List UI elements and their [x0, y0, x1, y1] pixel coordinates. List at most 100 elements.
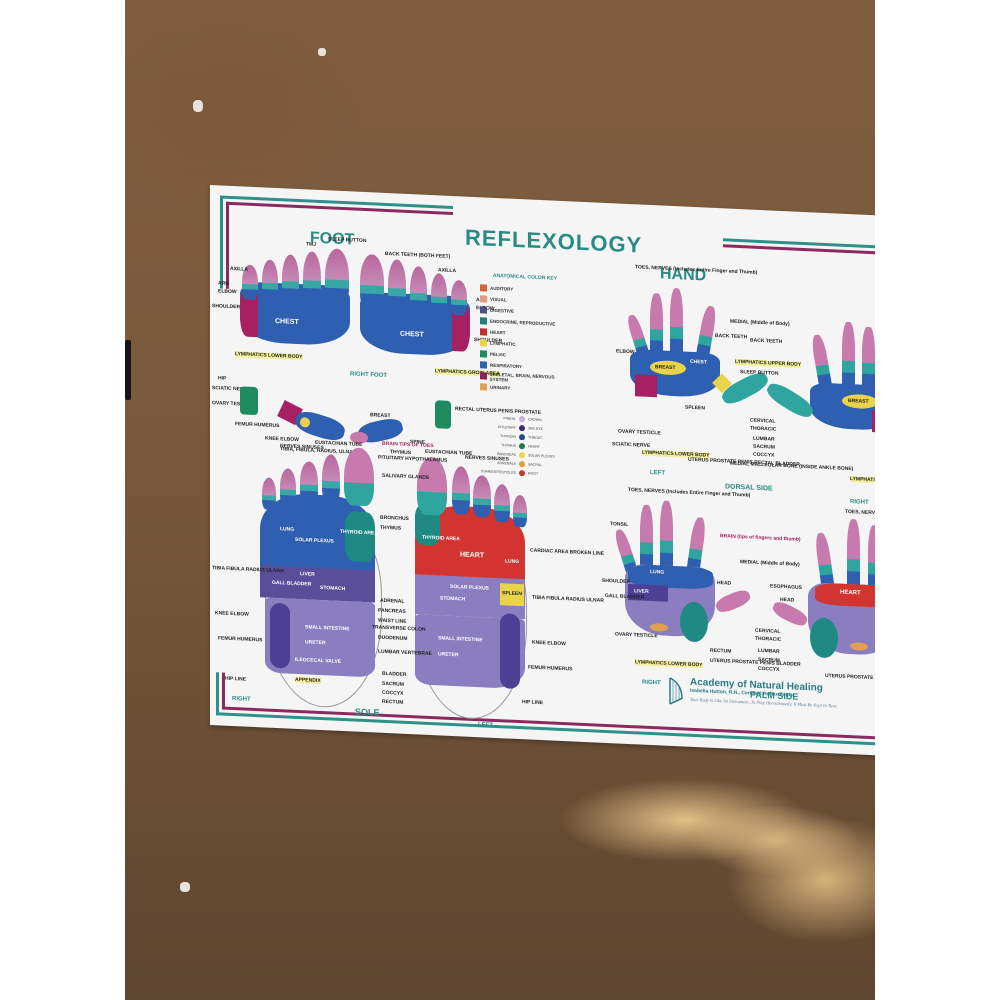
- poster-title: REFLEXOLOGY: [465, 224, 643, 258]
- color-key-title: ANATOMICAL COLOR KEY: [492, 272, 558, 282]
- label-cardiac: CARDIAC AREA BROKEN LINE: [530, 547, 605, 557]
- label-toes-nerves: TOES, NERVES (Includes Entire Finger and…: [845, 508, 875, 521]
- label-breast: BREAST: [655, 364, 676, 372]
- label-thoracic: THORACIC: [750, 425, 777, 433]
- label-chest: CHEST: [275, 317, 299, 327]
- label-knee: KNEE ELBOW: [532, 639, 566, 648]
- label-axilla: AXILLA: [438, 267, 457, 275]
- debris-speck: [318, 48, 326, 56]
- label-arm: ARM: [218, 280, 230, 287]
- organ-spleen: SPLEEN: [502, 590, 523, 598]
- label-right: RIGHT: [232, 695, 251, 703]
- label-left: LEFT: [478, 722, 493, 729]
- label-femur: FEMUR HUMERUS: [218, 635, 263, 644]
- label-lumbar: LUMBAR: [753, 435, 775, 443]
- label-adrenal: ADRENAL: [380, 597, 405, 605]
- label-cervical: CERVICAL: [755, 627, 781, 635]
- label-sleep-button: SLEEP BUTTON: [740, 369, 779, 377]
- label-lymphatics-lower: LYMPHATICS LOWER BODY: [235, 351, 303, 361]
- organ-liver: LIVER: [300, 571, 315, 578]
- label-rectum: RECTUM: [710, 647, 732, 655]
- sole-caption: SOLE: [355, 706, 380, 718]
- label-hip: HIP LINE: [225, 675, 247, 683]
- label-back-teeth: BACK TEETH: [715, 332, 748, 341]
- debris-speck: [193, 100, 203, 112]
- label-shoulder: SHOULDER: [212, 303, 241, 311]
- label-axilla: AXILLA: [230, 265, 249, 273]
- photo-background: REFLEXOLOGY FOOT HAND CHEST CHEST AXILLA…: [125, 0, 875, 1000]
- academy-footer: Academy of Natural Healing Isabella Hutt…: [669, 677, 837, 708]
- label-rectum: RECTUM: [382, 698, 404, 706]
- label-elbow: ELBOW: [616, 348, 635, 356]
- label-lumbar: LUMBAR VERTEBRAE: [378, 648, 432, 658]
- label-lumbar: LUMBAR: [758, 647, 780, 655]
- organ-lung: LUNG: [280, 526, 295, 533]
- label-pituitary: PITUITARY HYPOTHALAMUS: [378, 454, 448, 464]
- harp-icon: [669, 677, 683, 705]
- label-right: RIGHT: [850, 499, 869, 506]
- frame-line: [723, 244, 875, 312]
- organ-stomach: STOMACH: [320, 584, 346, 593]
- label-lung: LUNG: [650, 568, 665, 576]
- label-medial: MEDIAL (Middle of Body): [740, 559, 800, 568]
- label-thymus: THYMUS: [380, 524, 402, 532]
- label-uterus: UTERUS PROSTATE PENIS BLADDER: [825, 672, 875, 683]
- label-duodenum: DUODENUM: [378, 634, 408, 642]
- label-right-foot: RIGHT FOOT: [350, 371, 387, 380]
- label-cervical: CERVICAL: [750, 417, 776, 425]
- label-bronchus: BRONCHUS: [380, 514, 409, 523]
- label-medial: MEDIAL (Middle of Body): [730, 318, 790, 328]
- label-esophagus: ESOPHAGUS: [770, 583, 802, 591]
- label-tonsil: TONSIL: [610, 521, 629, 528]
- anatomical-color-key: ANATOMICAL COLOR KEY AUDITORY VISUAL DIG…: [480, 272, 570, 396]
- reflexology-poster: REFLEXOLOGY FOOT HAND CHEST CHEST AXILLA…: [210, 185, 875, 759]
- debris-speck: [180, 882, 190, 892]
- label-coccyx: COCCYX: [382, 689, 404, 697]
- label-uterus: UTERUS PROSTATE PENIS BLADDER: [710, 657, 801, 668]
- label-left: LEFT: [650, 469, 665, 477]
- label-knee: KNEE ELBOW: [215, 610, 249, 618]
- label-salivary: SALIVARY GLANDS: [382, 472, 430, 481]
- label-shoulder: SHOULDER: [602, 577, 631, 586]
- label-sacrum: SACRUM: [753, 443, 775, 451]
- label-ovary: OVARY TESTICLE: [618, 428, 661, 437]
- label-back-teeth: BACK TEETH: [750, 337, 783, 345]
- label-tmj: TMJ: [306, 241, 316, 248]
- label-sacrum: SACRUM: [382, 680, 404, 688]
- organ-ureter: URETER: [438, 651, 459, 659]
- organ-ureter: URETER: [305, 639, 326, 647]
- label-liver: LIVER: [634, 588, 649, 595]
- organ-lung: LUNG: [505, 558, 520, 566]
- label-head: HEAD: [717, 580, 732, 587]
- label-hip: HIP LINE: [522, 699, 544, 707]
- label-lymphatics-lower: LYMPHATICS LOWER BODY: [635, 659, 703, 669]
- label-lymphatics-upper: LYMPHATICS UPPER BODY: [735, 358, 802, 368]
- label-chest: CHEST: [400, 330, 424, 339]
- label-tibia: TIBIA FIBULA RADIUS ULNAR: [532, 594, 604, 604]
- label-coccyx: COCCYX: [758, 665, 780, 673]
- label-elbow: ELBOW: [218, 288, 237, 296]
- dark-object: [125, 340, 131, 400]
- organ-appendix: APPENDIX: [295, 676, 321, 685]
- label-sciatic: SCIATIC NERVE: [612, 441, 651, 449]
- label-femur: FEMUR HUMERUS: [235, 421, 280, 430]
- label-bladder: BLADDER: [382, 670, 407, 678]
- label-hip: HIP: [218, 375, 227, 382]
- label-spleen: SPLEEN: [685, 404, 706, 412]
- label-coccyx: COCCYX: [753, 451, 775, 459]
- label-lymphatics-lower: LYMPHATICS LOWER BODY: [850, 476, 875, 486]
- label-femur: FEMUR HUMERUS: [528, 664, 573, 673]
- label-thoracic: THORACIC: [755, 635, 782, 643]
- label-heart: HEART: [840, 589, 861, 597]
- label-knee: KNEE ELBOW: [265, 435, 299, 444]
- label-ovary: OVARY TESTICLE: [615, 631, 658, 640]
- label-right: RIGHT: [642, 679, 661, 687]
- label-breast: BREAST: [370, 412, 391, 420]
- label-chest: CHEST: [690, 358, 707, 366]
- organ-stomach: STOMACH: [440, 595, 466, 603]
- label-pancreas: PANCREAS: [378, 607, 406, 615]
- label-brain: BRAIN (tips of fingers and thumb): [720, 533, 801, 543]
- label-head: HEAD: [780, 596, 795, 604]
- organ-heart: HEART: [460, 551, 485, 560]
